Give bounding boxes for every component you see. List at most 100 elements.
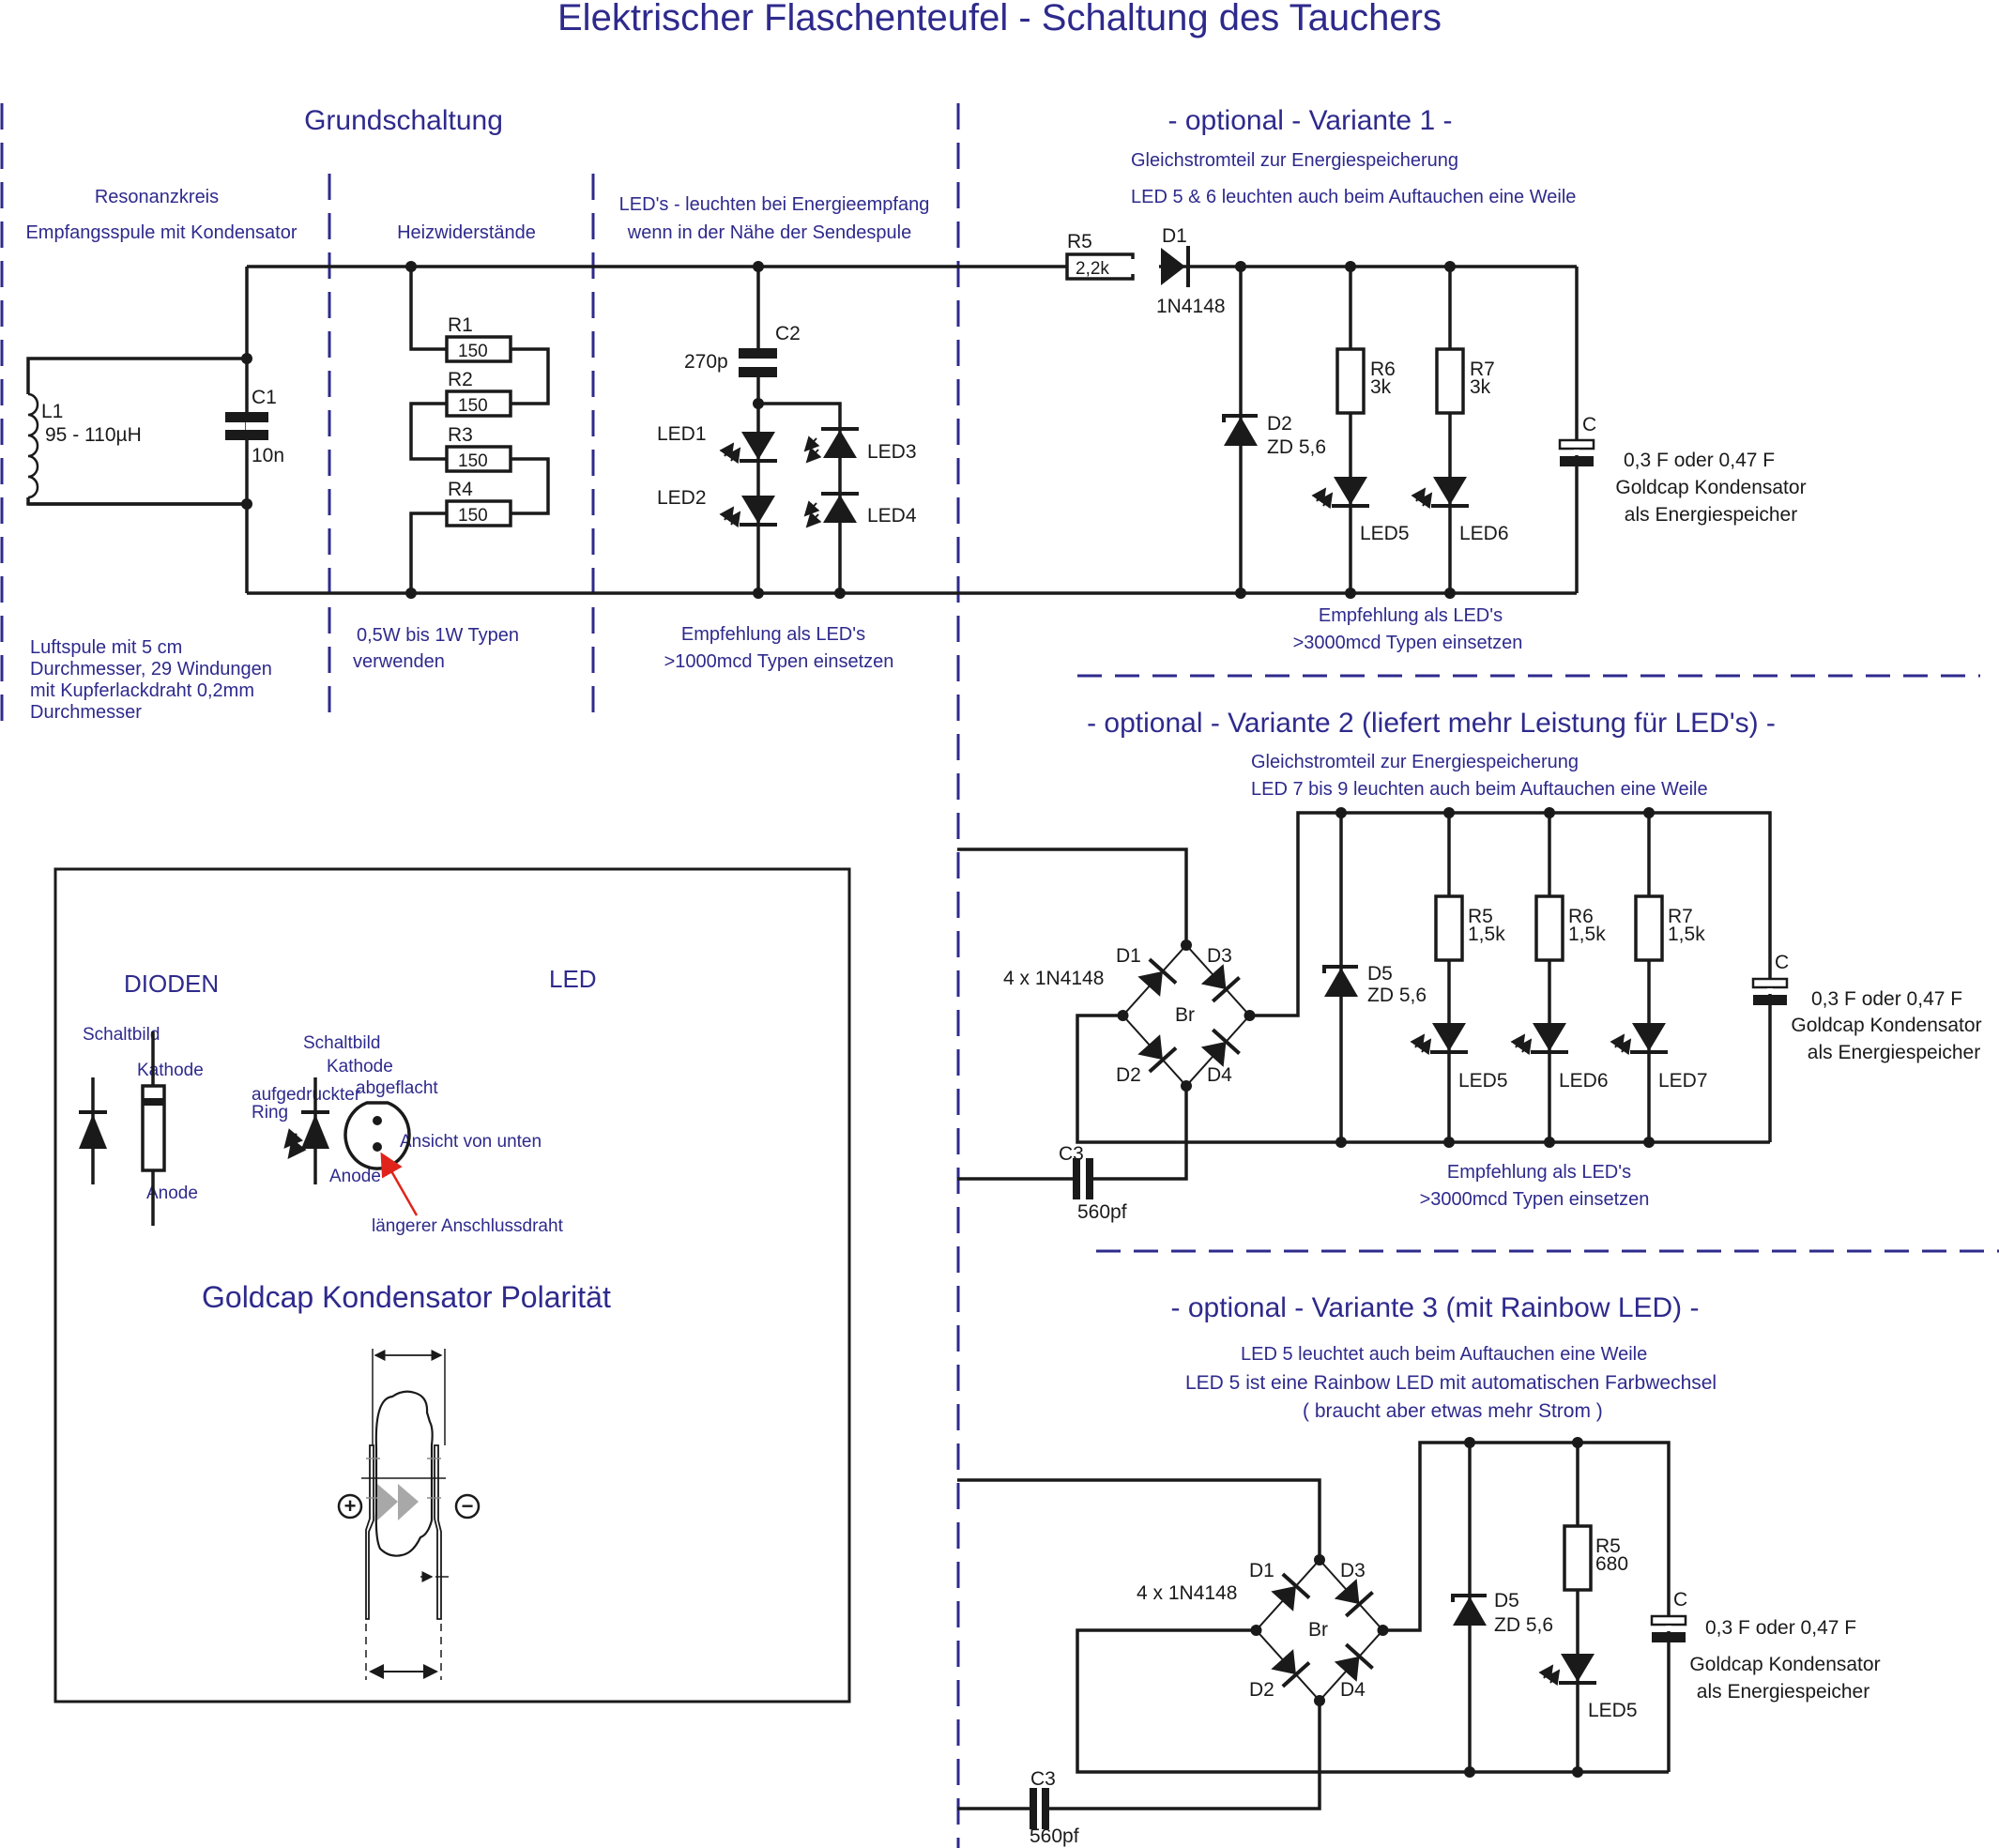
wire	[1382, 1441, 1671, 1772]
resistor-r7	[1435, 347, 1465, 415]
led-label: LED7	[1658, 1070, 1708, 1092]
bridge-diode-icon	[1334, 1656, 1360, 1682]
resistor-name: R6	[1568, 906, 1594, 927]
led-pin-dot	[373, 1142, 382, 1152]
capacitor-gap	[246, 422, 249, 430]
r7-value: 3k	[1470, 376, 1491, 398]
variante2-heading: - optional - Variante 2 (liefert mehr Le…	[1087, 708, 1776, 739]
capacitor-gap	[1574, 450, 1579, 455]
legend-diode-icon	[79, 1114, 107, 1149]
led-icon	[741, 432, 775, 460]
c-desc-2: als Energiespeicher	[1625, 504, 1797, 526]
leds-caption-2: wenn in der Nähe der Sendespule	[627, 222, 911, 243]
bridge-d2-label: D2	[1116, 1064, 1141, 1086]
led-antiparallel-wire	[758, 402, 842, 593]
light-emission-icon	[1538, 1664, 1561, 1687]
c-name: C	[1673, 1589, 1687, 1611]
resistor-name: R1	[448, 314, 473, 336]
plus-terminal-icon	[337, 1493, 363, 1520]
variante1-led-symbols	[1311, 477, 1469, 510]
wire-mask	[1131, 259, 1159, 274]
c2-value: 270p	[684, 351, 728, 373]
heiz-wiring	[409, 267, 550, 593]
resistor-r1	[445, 335, 512, 363]
polarity-arrow-icon	[377, 1484, 398, 1520]
bridge-diode-icon	[1200, 1041, 1227, 1067]
d1-value: 1N4148	[1156, 296, 1226, 317]
light-emission-icon	[1411, 487, 1433, 510]
variante1-heading: - optional - Variante 1 -	[1168, 105, 1453, 136]
resistor-name: R2	[448, 369, 473, 390]
bridge-diode-bar	[1211, 975, 1241, 1003]
emission-arrow	[725, 511, 741, 528]
junction-dot	[1572, 1766, 1583, 1778]
d5-value: ZD 5,6	[1494, 1614, 1553, 1636]
r6-name: R6	[1370, 359, 1396, 380]
c1-name: C1	[252, 387, 277, 408]
light-emission-icon	[1610, 1033, 1632, 1056]
emission-arrow	[805, 447, 822, 464]
wire	[1076, 1014, 1770, 1144]
c-desc-1: Goldcap Kondensator	[1615, 477, 1806, 498]
c-name: C	[1775, 952, 1789, 973]
r6-value: 3k	[1370, 376, 1392, 398]
c3-name: C3	[1030, 1768, 1056, 1790]
leds-caption-1: LED's - leuchten bei Energieempfang	[619, 194, 930, 215]
led-icon	[1334, 477, 1367, 505]
led-kathode: Kathode	[327, 1057, 393, 1077]
capacitor-plate-icon	[739, 367, 777, 377]
emission-arrow	[805, 512, 822, 528]
led-label: LED6	[1559, 1070, 1609, 1092]
bridge-d3-label: D3	[1207, 945, 1232, 967]
bridge-d1-label: D1	[1249, 1560, 1274, 1581]
inductor-coil-icon	[27, 392, 39, 499]
junction-dot	[1464, 1437, 1475, 1448]
bridge-d3-label: D3	[1340, 1560, 1366, 1581]
zener-d2-icon	[1224, 417, 1258, 446]
light-emission-icon	[1410, 1033, 1432, 1056]
led-label: LED5	[1458, 1070, 1508, 1092]
variante2-note-1: Empfehlung als LED's	[1447, 1162, 1631, 1183]
c-value: 0,3 F oder 0,47 F	[1705, 1617, 1856, 1639]
light-emission-icon	[1311, 487, 1334, 510]
bridge-diode-bar	[1148, 1046, 1178, 1074]
resistor-r6	[1335, 347, 1366, 415]
bridge-d4-label: D4	[1340, 1679, 1366, 1701]
led-icon	[1561, 1654, 1595, 1682]
junction-dot	[1544, 807, 1555, 818]
emission-arrow	[1517, 1038, 1533, 1056]
bridge-d4-label: D4	[1207, 1064, 1232, 1086]
zener-icon	[1324, 968, 1358, 997]
emission-arrow	[1417, 492, 1433, 510]
emission-arrow	[803, 500, 820, 517]
variante3-section: - optional - Variante 3 (mit Rainbow LED…	[957, 1292, 1881, 1847]
section-dividers	[0, 103, 1999, 1848]
bridge-d1-label: D1	[1116, 945, 1141, 967]
d2-value: ZD 5,6	[1267, 436, 1326, 458]
grundschaltung-section: Grundschaltung Resonanzkreis Empfangsspu…	[25, 105, 1577, 723]
junction-dot	[1544, 1137, 1555, 1148]
light-emission-icon	[719, 506, 741, 528]
grund-led-symbols	[719, 427, 859, 528]
dioden-kathode: Kathode	[137, 1061, 204, 1080]
wire	[957, 1478, 1321, 1560]
legend-box: DIODEN Schaltbild Kathode Anode aufgedru…	[53, 867, 851, 1703]
bridge-diode-bar	[1281, 1660, 1311, 1688]
capacitor-plate-icon	[225, 412, 268, 422]
r5-name: R5	[1067, 231, 1092, 252]
resonanz-caption-2: Empfangsspule mit Kondensator	[25, 222, 297, 243]
junction-dot	[1443, 807, 1455, 818]
variante1-sub-2: LED 5 & 6 leuchten auch beim Auftauchen …	[1131, 187, 1576, 207]
junction-dot	[1464, 1766, 1475, 1778]
resistor-value: 150	[458, 396, 488, 416]
variante2-sub-2: LED 7 bis 9 leuchten auch beim Auftauche…	[1251, 779, 1708, 800]
heiz-note-2: verwenden	[353, 651, 445, 672]
junction-dot	[1643, 1137, 1655, 1148]
d5-value: ZD 5,6	[1367, 985, 1427, 1006]
d2-name: D2	[1267, 413, 1292, 435]
variante1-sub-1: Gleichstromteil zur Energiespeicherung	[1131, 150, 1458, 171]
resistor-name: R3	[448, 424, 473, 446]
variante1-note-2: >3000mcd Typen einsetzen	[1293, 633, 1523, 653]
dioden-ring-1: aufgedruckter	[252, 1085, 361, 1105]
emission-arrow	[1545, 1669, 1561, 1687]
